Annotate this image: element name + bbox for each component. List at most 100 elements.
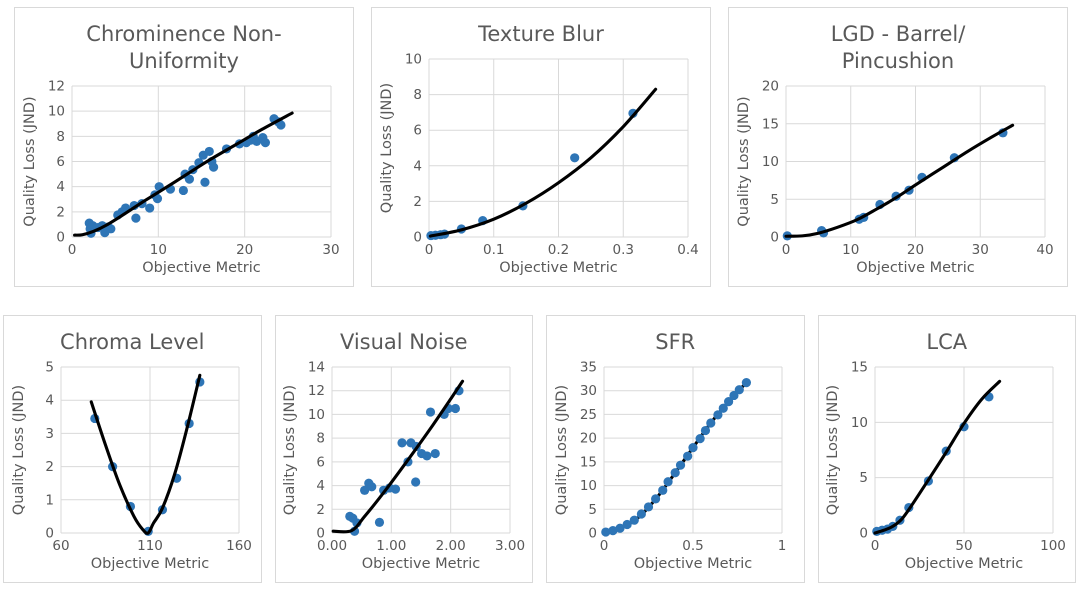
svg-text:60: 60 xyxy=(52,538,69,554)
svg-text:0.00: 0.00 xyxy=(317,538,347,554)
chart-title: Texture Blur xyxy=(478,22,604,46)
svg-text:8: 8 xyxy=(413,87,422,103)
svg-text:2: 2 xyxy=(413,194,422,210)
svg-text:Quality Loss (JND): Quality Loss (JND) xyxy=(379,83,395,213)
svg-text:10: 10 xyxy=(842,242,859,258)
chart-title: Visual Noise xyxy=(339,330,468,354)
svg-text:0: 0 xyxy=(782,242,791,258)
svg-text:4: 4 xyxy=(317,478,326,494)
svg-text:15: 15 xyxy=(580,454,597,470)
svg-text:10: 10 xyxy=(405,51,422,67)
svg-text:2.00: 2.00 xyxy=(436,538,466,554)
svg-text:10: 10 xyxy=(762,154,779,170)
svg-text:Quality Loss (JND): Quality Loss (JND) xyxy=(825,385,841,515)
svg-text:Objective Metric: Objective Metric xyxy=(499,260,617,276)
svg-text:10: 10 xyxy=(580,478,597,494)
svg-text:5: 5 xyxy=(45,359,54,375)
svg-text:0: 0 xyxy=(45,525,54,541)
svg-text:10: 10 xyxy=(48,103,65,119)
svg-text:Objective Metric: Objective Metric xyxy=(142,260,260,276)
svg-text:50: 50 xyxy=(956,538,973,554)
svg-text:1: 1 xyxy=(777,538,786,554)
svg-text:20: 20 xyxy=(907,242,924,258)
svg-text:35: 35 xyxy=(580,359,597,375)
svg-text:Quality Loss (JND): Quality Loss (JND) xyxy=(282,385,298,515)
svg-text:6: 6 xyxy=(317,454,326,470)
svg-text:8: 8 xyxy=(56,129,65,145)
svg-text:0: 0 xyxy=(770,229,779,245)
svg-text:10: 10 xyxy=(851,415,868,431)
svg-text:Objective Metric: Objective Metric xyxy=(362,556,480,572)
chart-title: LCA xyxy=(926,330,968,354)
svg-text:100: 100 xyxy=(1040,538,1066,554)
svg-text:0: 0 xyxy=(68,242,77,258)
svg-text:1.00: 1.00 xyxy=(377,538,407,554)
svg-text:20: 20 xyxy=(236,242,253,258)
svg-text:8: 8 xyxy=(317,431,326,447)
svg-text:3.00: 3.00 xyxy=(495,538,525,554)
svg-text:0.1: 0.1 xyxy=(483,242,504,258)
svg-text:2: 2 xyxy=(45,459,54,475)
svg-text:10: 10 xyxy=(150,242,167,258)
svg-text:30: 30 xyxy=(972,242,989,258)
svg-text:5: 5 xyxy=(860,470,869,486)
svg-text:0.4: 0.4 xyxy=(677,242,698,258)
svg-text:0: 0 xyxy=(871,538,880,554)
svg-text:40: 40 xyxy=(1036,242,1053,258)
svg-text:0: 0 xyxy=(56,229,65,245)
svg-text:30: 30 xyxy=(322,242,339,258)
svg-text:0.3: 0.3 xyxy=(613,242,634,258)
svg-text:15: 15 xyxy=(762,116,779,132)
svg-text:5: 5 xyxy=(770,192,779,208)
svg-text:0: 0 xyxy=(860,525,869,541)
svg-text:0: 0 xyxy=(588,525,597,541)
svg-text:160: 160 xyxy=(226,538,252,554)
svg-text:Objective Metric: Objective Metric xyxy=(856,260,974,276)
svg-text:110: 110 xyxy=(137,538,163,554)
chart-title: Chroma Level xyxy=(60,330,205,354)
svg-text:4: 4 xyxy=(413,158,422,174)
svg-text:4: 4 xyxy=(56,179,65,195)
svg-text:25: 25 xyxy=(580,407,597,423)
svg-text:15: 15 xyxy=(851,359,868,375)
svg-text:0: 0 xyxy=(413,229,422,245)
svg-text:4: 4 xyxy=(45,393,54,409)
svg-text:20: 20 xyxy=(580,431,597,447)
chart-title: LGD - Barrel/ Pincushion xyxy=(830,22,966,73)
svg-text:12: 12 xyxy=(48,78,65,94)
svg-text:Quality Loss (JND): Quality Loss (JND) xyxy=(736,96,752,226)
svg-text:Quality Loss (JND): Quality Loss (JND) xyxy=(554,385,570,515)
svg-text:Quality Loss (JND): Quality Loss (JND) xyxy=(11,385,27,515)
svg-text:0.2: 0.2 xyxy=(548,242,569,258)
svg-text:0.5: 0.5 xyxy=(682,538,703,554)
svg-text:Quality Loss (JND): Quality Loss (JND) xyxy=(22,96,38,226)
svg-text:1: 1 xyxy=(45,492,54,508)
chart-title: SFR xyxy=(655,330,696,354)
svg-text:Objective Metric: Objective Metric xyxy=(905,556,1023,572)
chart-panel-lgd-barrel-pincushion: LGD - Barrel/ Pincushion 0 10 20 30 40 0 5 10 15… xyxy=(728,7,1068,287)
svg-text:30: 30 xyxy=(580,383,597,399)
svg-text:2: 2 xyxy=(56,204,65,220)
svg-text:3: 3 xyxy=(45,426,54,442)
svg-text:2: 2 xyxy=(317,502,326,518)
svg-text:Objective Metric: Objective Metric xyxy=(91,556,209,572)
svg-text:0: 0 xyxy=(599,538,608,554)
svg-text:0: 0 xyxy=(317,525,326,541)
svg-text:6: 6 xyxy=(413,123,422,139)
svg-text:10: 10 xyxy=(308,407,325,423)
